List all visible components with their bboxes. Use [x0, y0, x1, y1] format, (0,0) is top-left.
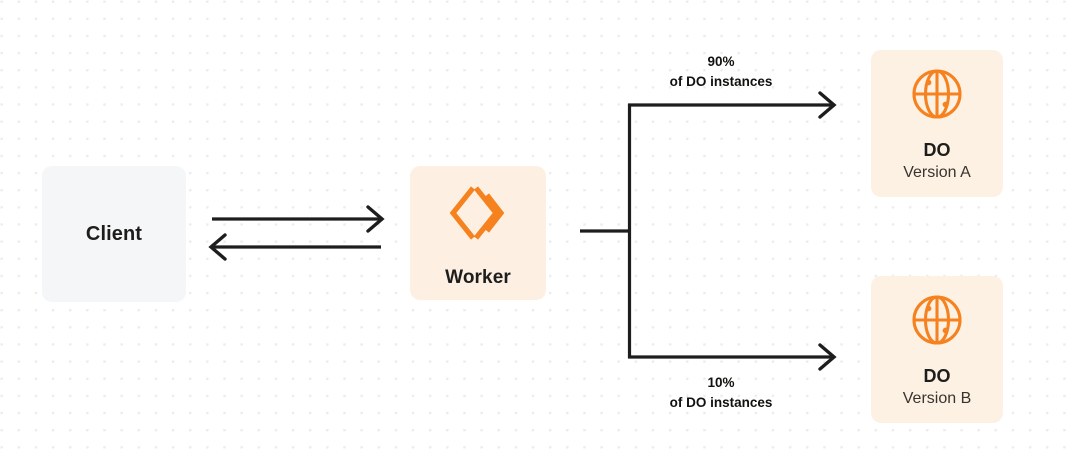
edge-label-do-b: 10% of DO instances	[628, 373, 814, 412]
node-do-b-sublabel: Version B	[902, 390, 972, 408]
edge-worker-to-do-a	[628, 91, 837, 119]
node-client-label: Client	[85, 222, 143, 245]
node-do-a-label: DO	[923, 139, 951, 160]
node-client[interactable]: Client	[42, 166, 186, 302]
edge-label-do-a-caption: of DO instances	[669, 73, 773, 89]
cloudflare-workers-icon	[445, 180, 511, 251]
node-do-version-b[interactable]: DO Version B	[871, 276, 1003, 423]
edge-label-do-b-caption: of DO instances	[669, 394, 773, 410]
node-do-a-sublabel: Version A	[903, 164, 971, 182]
node-do-b-label: DO	[923, 365, 951, 386]
globe-icon	[908, 65, 966, 128]
edge-label-do-b-percent: 10%	[707, 375, 735, 390]
node-worker-label: Worker	[445, 266, 511, 288]
node-worker[interactable]: Worker	[410, 166, 546, 300]
node-do-version-a[interactable]: DO Version A	[871, 50, 1003, 197]
edge-client-to-worker	[212, 205, 385, 233]
edge-label-do-a: 90% of DO instances	[628, 52, 814, 91]
edge-worker-to-do-b	[628, 343, 837, 371]
edge-label-do-a-percent: 90%	[707, 54, 735, 69]
edge-worker-to-client	[208, 233, 381, 261]
globe-icon	[908, 291, 966, 354]
